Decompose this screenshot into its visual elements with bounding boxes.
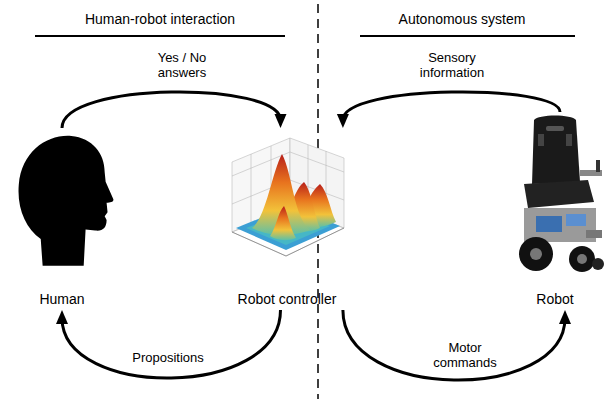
section-heading: Autonomous system (399, 11, 526, 27)
wheel (519, 237, 553, 271)
node-label: Robot (536, 291, 573, 307)
curved-arrow (343, 310, 565, 380)
base-part (536, 216, 562, 232)
wheel-hub (577, 254, 587, 264)
seat-back (532, 116, 580, 185)
figure-node: Human (12, 128, 112, 310)
head-shape (19, 136, 114, 266)
plot-axis (232, 232, 286, 256)
edge-label-wrap: Propositions (118, 350, 218, 365)
edge-label-wrap: Sensory information (412, 50, 492, 80)
curved-arrow (62, 92, 281, 128)
heading-wrap: Human-robot interaction (85, 11, 235, 27)
wheelchair-robot (508, 112, 606, 277)
heading-wrap: Autonomous system (399, 11, 526, 27)
seat-holes (538, 134, 572, 146)
node-label: Robot controller (238, 291, 337, 307)
seat-cushion (524, 180, 594, 208)
heading-rule (360, 35, 575, 37)
figure-node: Robot controller (222, 128, 352, 310)
edge-label: Propositions (118, 350, 218, 365)
surface-plot (224, 132, 350, 270)
plot-grid (232, 138, 344, 256)
footrest (586, 230, 602, 238)
plot-peak (270, 206, 296, 240)
curved-arrow (343, 92, 560, 120)
wheel (569, 246, 595, 272)
joystick (596, 160, 600, 172)
base-part (566, 214, 586, 226)
plot-axis (286, 228, 344, 256)
base-frame (524, 208, 596, 242)
edge-label: Yes / No answers (149, 50, 215, 80)
head-silhouette (14, 132, 119, 266)
section-heading: Human-robot interaction (85, 11, 235, 27)
edge-label-wrap: Motor commands (429, 340, 501, 370)
edge-label: Sensory information (412, 50, 492, 80)
curved-arrow (62, 310, 281, 378)
wheel-hub (530, 248, 542, 260)
node-label: Human (39, 291, 84, 307)
seat-logo (546, 126, 564, 131)
figure-node: Robot (505, 112, 605, 310)
caster (592, 258, 604, 270)
edge-label: Motor commands (429, 340, 501, 370)
heading-rule (35, 35, 285, 37)
edge-label-wrap: Yes / No answers (149, 50, 215, 80)
